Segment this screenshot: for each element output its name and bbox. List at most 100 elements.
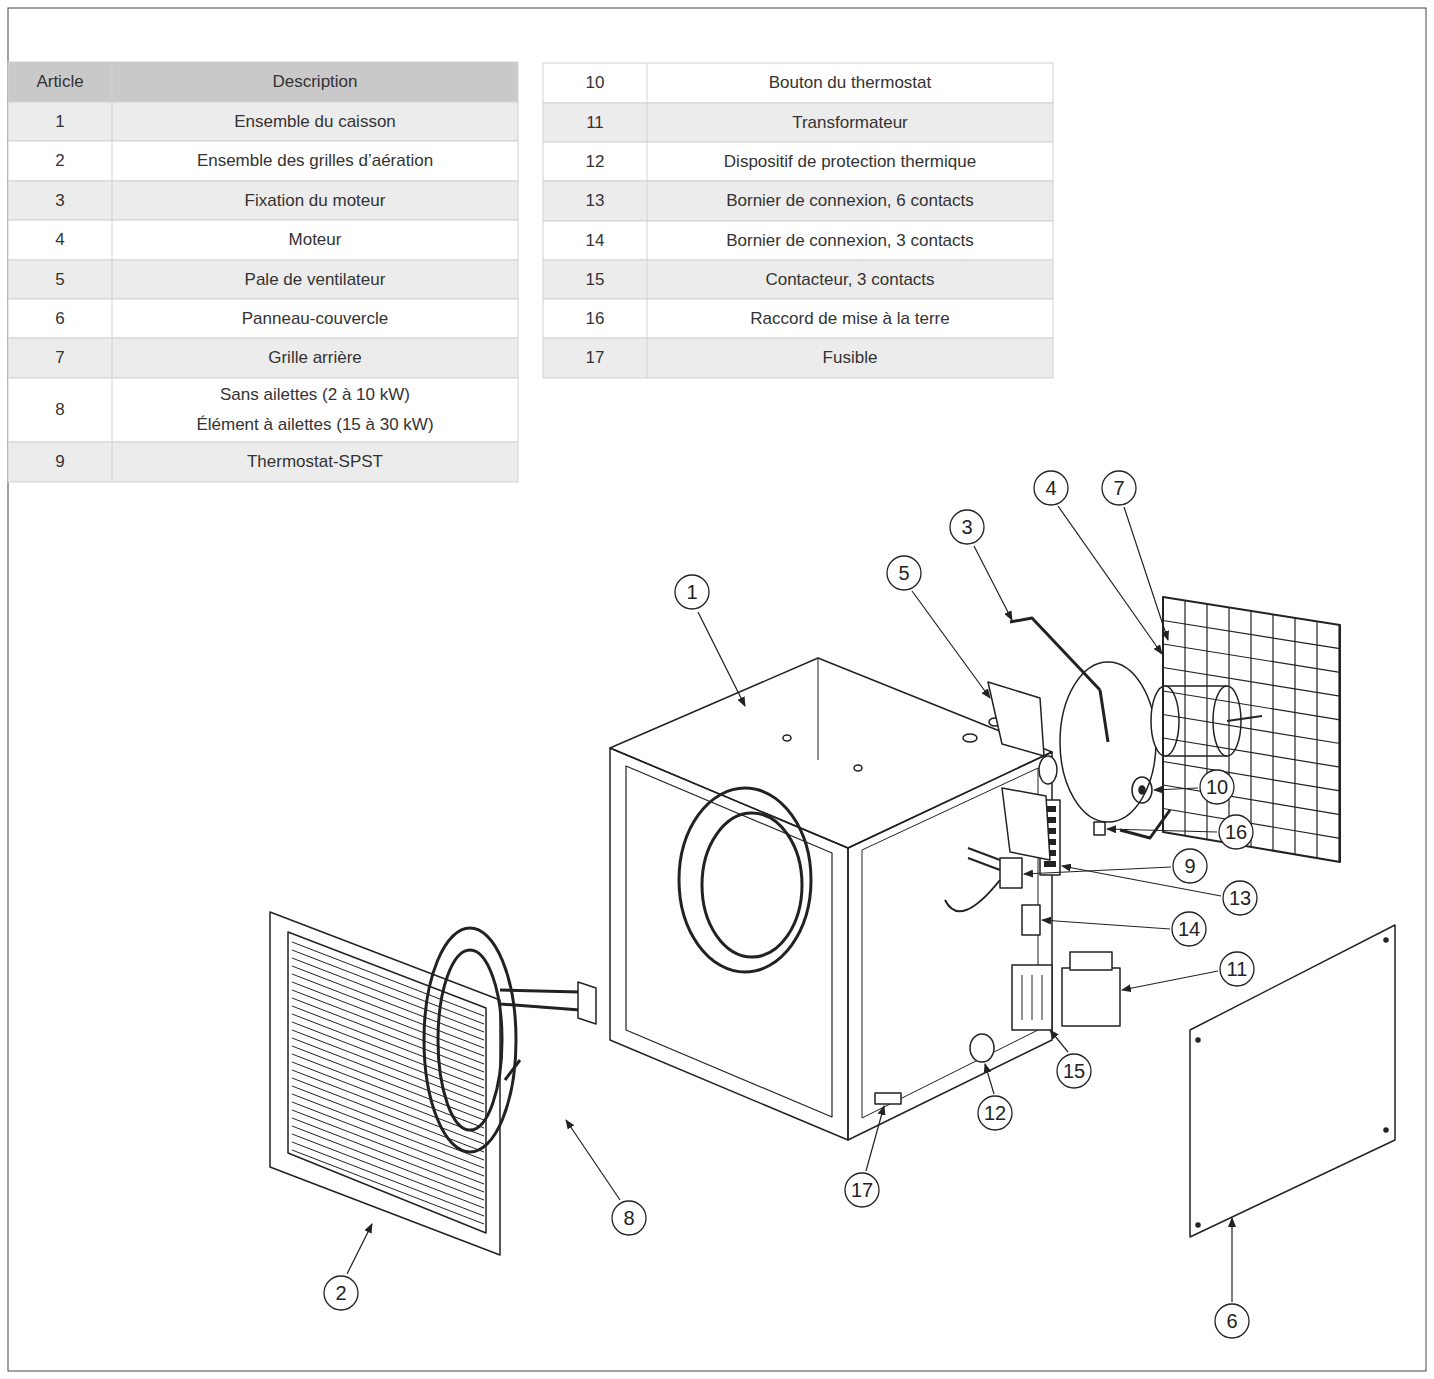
hole (854, 765, 862, 771)
louver (292, 1150, 484, 1224)
housing-front (610, 748, 848, 1140)
leader-lines (347, 506, 1232, 1302)
contactor (1012, 965, 1052, 1030)
wire (968, 848, 1000, 870)
louver (292, 942, 484, 1016)
louver (292, 966, 484, 1040)
table-cell: Bouton du thermostat (647, 63, 1053, 103)
table-cell: 12 (543, 142, 647, 181)
table-row (543, 142, 1053, 181)
louver (292, 1142, 484, 1216)
hidden-edge (818, 658, 819, 760)
leader-line (985, 1064, 994, 1094)
table-cell: 9 (8, 442, 112, 482)
grille-inner (288, 932, 486, 1233)
callout-number: 14 (1172, 912, 1206, 946)
grid-bar (1163, 691, 1340, 720)
callout-number: 16 (1219, 815, 1253, 849)
callout-number: 2 (324, 1276, 358, 1310)
table-cell: 4 (8, 220, 112, 260)
table-column-rule (112, 62, 113, 482)
heating-element (438, 950, 502, 1130)
rear-grille (1163, 597, 1340, 862)
thermostat (1000, 858, 1022, 888)
table-row (543, 181, 1053, 221)
louver (292, 1062, 484, 1136)
leader-line (974, 546, 1012, 620)
leader-line (1154, 788, 1198, 790)
leader-line (347, 1224, 372, 1274)
element-tube (500, 990, 580, 1080)
wire (945, 880, 1000, 911)
callout-number: 12 (978, 1096, 1012, 1130)
heating-element (424, 928, 516, 1152)
table-row (8, 102, 518, 141)
cover-panel (1190, 925, 1395, 1237)
louver (292, 998, 484, 1072)
table-column-rule (647, 63, 648, 378)
inner-coil (679, 788, 811, 972)
table-cell: Transformateur (647, 103, 1053, 142)
louver (292, 1030, 484, 1104)
callout-circle (1173, 849, 1207, 883)
housing-top (610, 658, 1052, 848)
leader-line (1050, 1030, 1068, 1052)
callout-number: 1 (675, 575, 709, 609)
callout-number: 7 (1102, 471, 1136, 505)
front-grille (270, 912, 500, 1255)
callout-circle (1172, 912, 1206, 946)
table-cell: Bornier de connexion, 6 contacts (647, 181, 1053, 221)
table-row (543, 338, 1053, 378)
fuse (875, 1093, 901, 1104)
table-cell: 11 (543, 103, 647, 142)
housing-side (848, 752, 1052, 1140)
table-row (543, 221, 1053, 260)
table-cell: Moteur (112, 220, 518, 260)
table-cell: 6 (8, 299, 112, 338)
callout-circle (1102, 471, 1136, 505)
table-row (543, 299, 1053, 338)
motor-end (1151, 686, 1179, 756)
callout-circle (1215, 1304, 1249, 1338)
inner-coil (702, 813, 802, 957)
callout-number: 15 (1057, 1054, 1091, 1088)
table-cell: 16 (543, 299, 647, 338)
table-row (8, 220, 518, 260)
table-cell: 5 (8, 260, 112, 299)
table-cell: Ensemble des grilles d’aération (112, 141, 518, 181)
parts-table (8, 62, 1053, 482)
table-cell: 2 (8, 141, 112, 181)
table-row (8, 181, 518, 220)
grid-bar (1163, 668, 1340, 697)
callout-circle (1219, 815, 1253, 849)
louver (292, 1070, 484, 1144)
grid-bar (1163, 715, 1340, 744)
leader-line (912, 591, 990, 698)
callout-number: 11 (1220, 952, 1254, 986)
grid-bar (1163, 762, 1340, 791)
contactor-detail (1022, 975, 1042, 1020)
callout-circle (1220, 952, 1254, 986)
screw (1384, 1128, 1388, 1132)
table-cell: 14 (543, 221, 647, 260)
louver (292, 1102, 484, 1176)
leader-line (1042, 920, 1170, 929)
table-cell: Article (8, 62, 112, 102)
table-cell: Grille arrière (112, 338, 518, 378)
page-frame (8, 8, 1426, 1371)
louver (292, 1118, 484, 1192)
table-cell: 3 (8, 181, 112, 220)
louver (292, 1126, 484, 1200)
table-cell: 13 (543, 181, 647, 221)
table-cell: Élément à ailettes (15 à 30 kW) (112, 410, 518, 440)
callout-circles (324, 471, 1257, 1338)
table-cell: Thermostat-SPST (112, 442, 518, 482)
fan-blade (988, 682, 1044, 756)
table-row (8, 378, 518, 442)
callout-circle (978, 1096, 1012, 1130)
table-row (543, 103, 1053, 142)
table-cell: Fusible (647, 338, 1053, 378)
callout-number: 6 (1215, 1304, 1249, 1338)
grid-bar (1163, 644, 1340, 672)
